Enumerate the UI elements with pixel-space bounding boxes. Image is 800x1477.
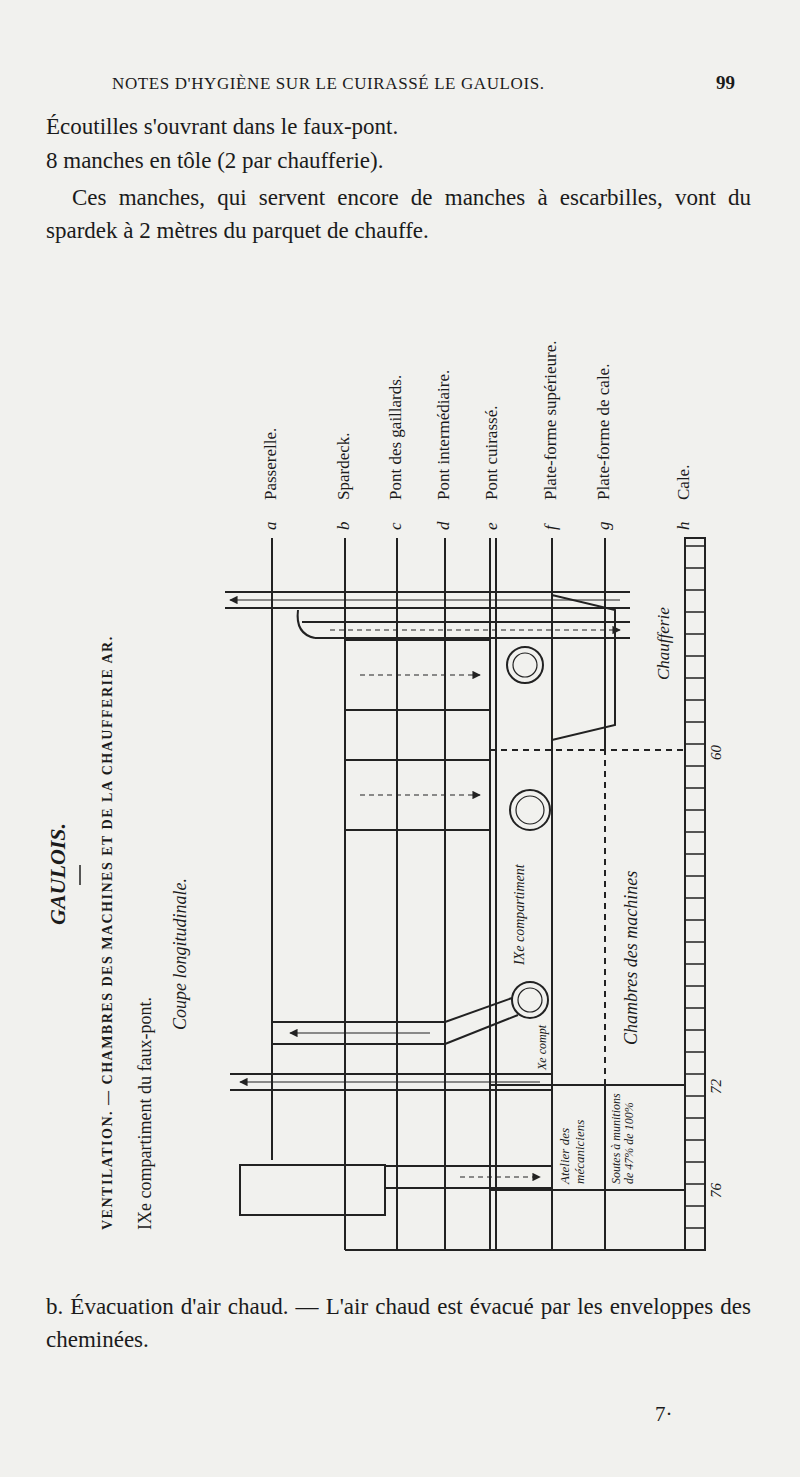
deck-letter: h (674, 522, 694, 531)
figure-heading: VENTILATION. — CHAMBRES DES MACHINES ET … (100, 635, 116, 1230)
text-line: 8 manches en tôle (2 par chaufferie). (46, 148, 383, 174)
text-line: Écoutilles s'ouvrant dans le faux-pont. (46, 114, 398, 140)
figure-title: GAULOIS. (45, 823, 71, 925)
deck-letter: a (261, 522, 281, 531)
page-number: 99 (716, 72, 735, 94)
running-header: NOTES D'HYGIÈNE SUR LE CUIRASSÉ LE GAULO… (112, 74, 545, 94)
deck-name: Passerelle. (261, 428, 281, 500)
deck-name: Plate-forme de cale. (594, 364, 614, 500)
deck-letter: b (334, 522, 354, 531)
deck-letter: e (482, 522, 502, 530)
frame-number: 60 (708, 745, 725, 760)
deck-letter: c (386, 522, 406, 530)
compartment-name: IXe compartiment (512, 864, 528, 965)
paragraph: b. Évacuation d'air chaud. — L'air chaud… (46, 1290, 751, 1356)
deck-letter: g (594, 522, 614, 531)
figure-subheading: IXe compartiment du faux-pont. (135, 997, 156, 1230)
room-name: Chambres des machines (621, 871, 642, 1045)
deck-name: Pont intermédiaire. (434, 370, 454, 500)
frame-number: 76 (708, 1183, 725, 1198)
deck-letter: d (434, 522, 454, 531)
deck-name: Cale. (674, 465, 694, 500)
deck-name: Spardeck. (334, 432, 354, 500)
compartment-name: Xe compt (535, 1025, 550, 1070)
signature-mark: 7· (655, 1402, 673, 1427)
deck-name: Plate-forme supérieure. (541, 340, 561, 500)
deck-name: Pont cuirassé. (482, 406, 502, 500)
room-name: Soutes à munitions de 47% de 100% (610, 1088, 636, 1184)
rotated-figure: GAULOIS. VENTILATION. — CHAMBRES DES MACH… (40, 290, 760, 1270)
room-name: Atelier des mécaniciens (557, 1088, 587, 1184)
deck-letter: f (541, 525, 561, 530)
deck-name: Pont des gaillards. (386, 375, 406, 500)
room-name: Chaufferie (654, 607, 674, 680)
frame-number: 72 (708, 1079, 725, 1094)
paragraph: Ces manches, qui servent encore de manch… (46, 181, 751, 247)
figure-subheading: Coupe longitudinale. (170, 878, 191, 1030)
